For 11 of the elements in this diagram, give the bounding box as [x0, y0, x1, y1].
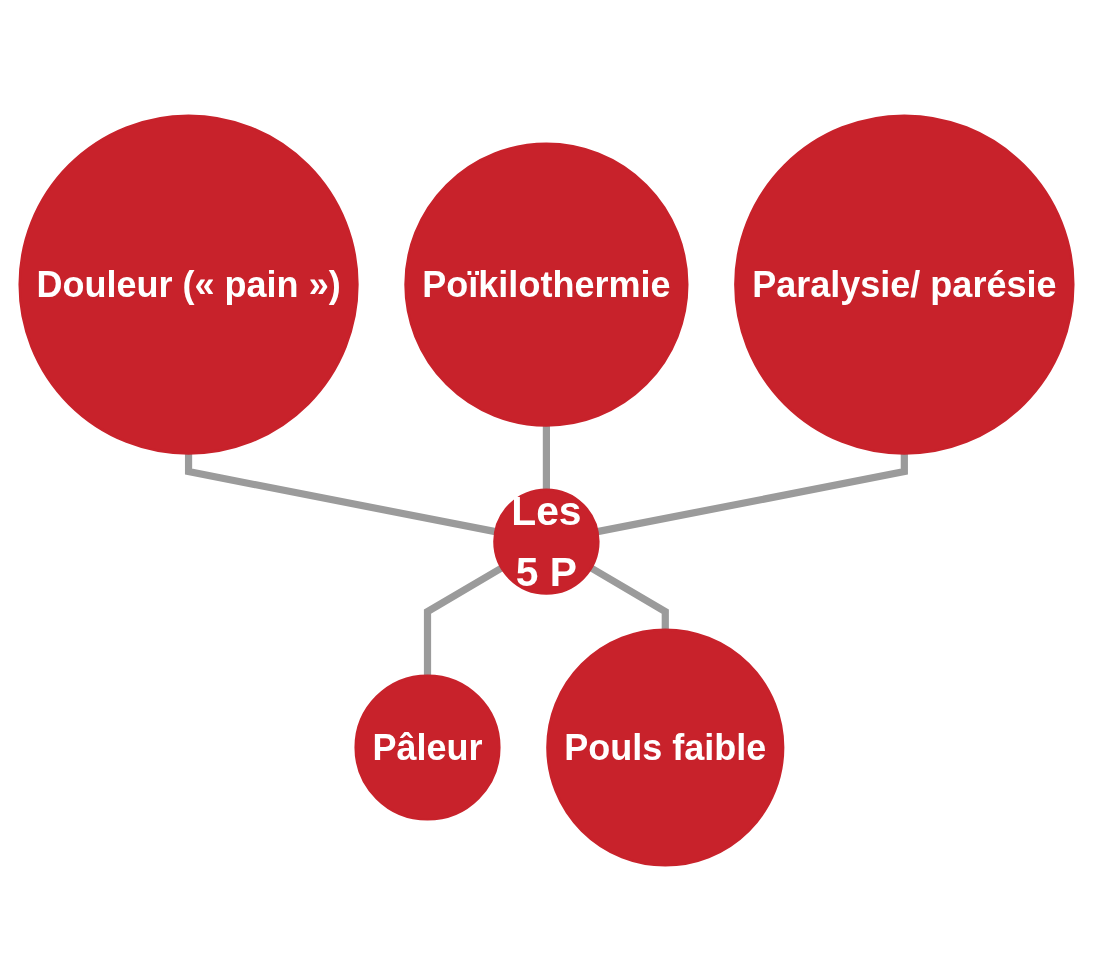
connector [589, 564, 669, 630]
connector [596, 453, 908, 535]
node-circle: Les 5 P [493, 487, 600, 595]
connector [542, 425, 550, 490]
node-circle: Paralysie/ parésie [734, 113, 1075, 455]
connector [423, 564, 504, 676]
connector [184, 453, 497, 535]
node-circle: Pouls faible [546, 627, 785, 867]
node-circle: Douleur (« pain ») [18, 114, 359, 455]
node-circle: Pâleur [354, 673, 501, 821]
node-circle: Poïkilothermie [404, 142, 689, 427]
